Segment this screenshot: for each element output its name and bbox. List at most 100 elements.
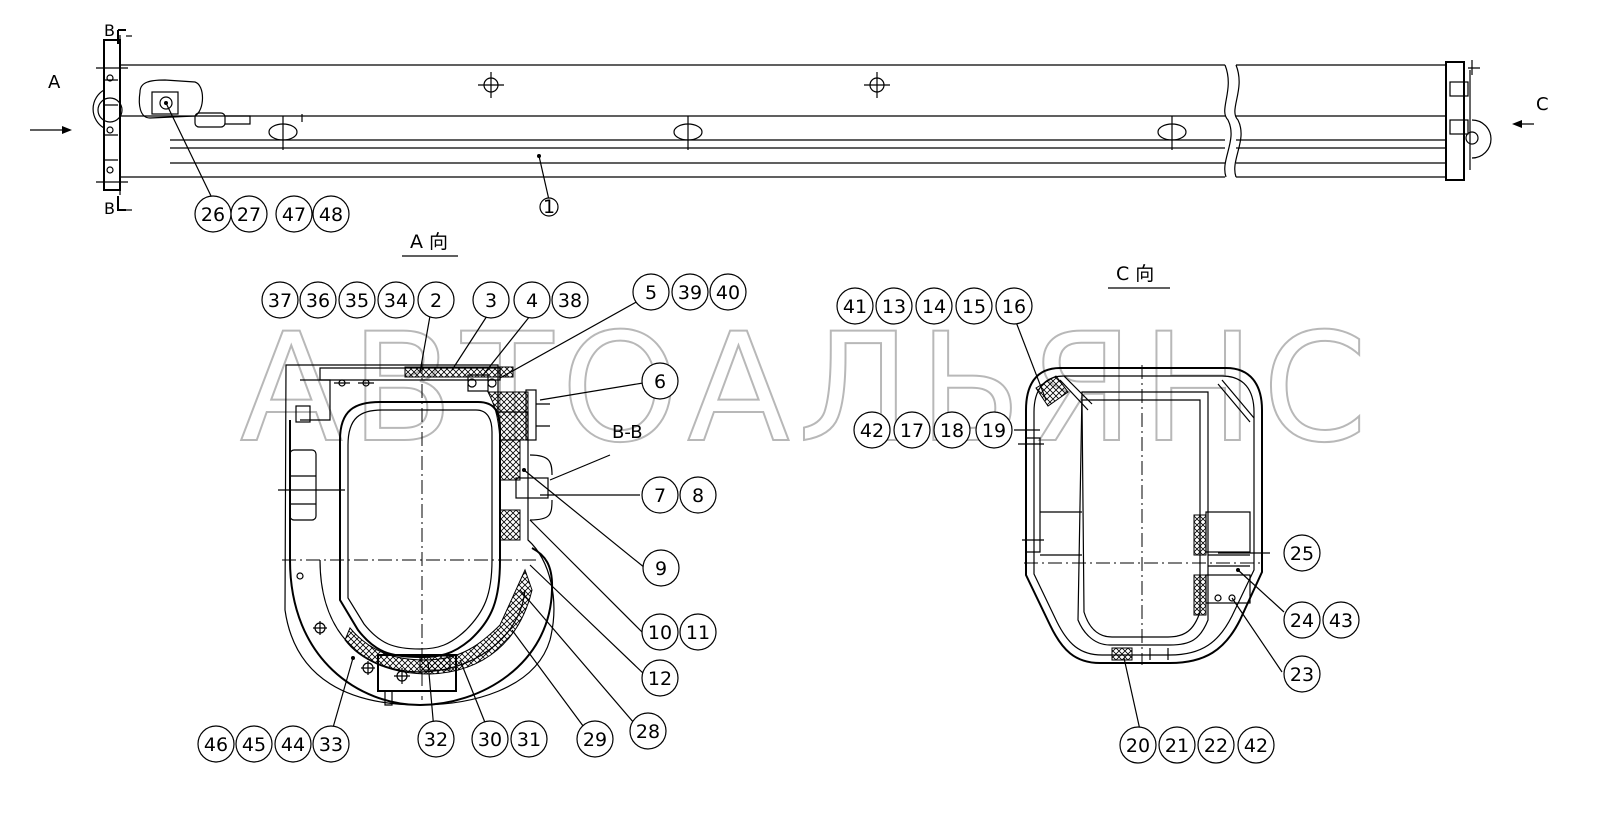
svg-text:18: 18 — [940, 420, 964, 442]
watermark: АВТОАЛЬЯНС — [240, 302, 1375, 476]
svg-text:2: 2 — [430, 290, 442, 312]
callout-3: 3 — [472, 281, 510, 319]
svg-text:35: 35 — [345, 290, 369, 312]
svg-text:5: 5 — [645, 282, 657, 304]
callout-14: 14 — [915, 287, 953, 325]
svg-text:10: 10 — [648, 622, 672, 644]
callout-7: 7 — [641, 476, 679, 514]
svg-text:44: 44 — [281, 734, 305, 756]
center-marks — [478, 72, 890, 158]
callout-45: 45 — [235, 725, 273, 763]
svg-text:36: 36 — [306, 290, 330, 312]
view-C-arrow-label: C — [1536, 94, 1549, 115]
callout-28: 28 — [629, 712, 667, 750]
section-mark-bottom: B — [104, 196, 132, 218]
svg-text:13: 13 — [882, 296, 906, 318]
callout-33: 33 — [312, 725, 350, 763]
callout-43: 43 — [1322, 601, 1360, 639]
view-A-arrow-label: A — [48, 72, 61, 93]
svg-text:11: 11 — [686, 622, 710, 644]
callout-42-bottom: 42 — [1237, 726, 1275, 764]
svg-text:46: 46 — [204, 734, 228, 756]
svg-text:6: 6 — [654, 371, 666, 393]
svg-text:19: 19 — [982, 420, 1006, 442]
svg-text:23: 23 — [1290, 664, 1314, 686]
callout-20: 20 — [1119, 726, 1157, 764]
svg-text:25: 25 — [1290, 543, 1314, 565]
svg-text:37: 37 — [268, 290, 292, 312]
callout-32: 32 — [417, 720, 455, 758]
section-mark-top: B — [104, 21, 132, 44]
flange-boss-circle — [97, 97, 123, 123]
svg-text:43: 43 — [1329, 610, 1353, 632]
callout-37: 37 — [261, 281, 299, 319]
callout-48: 48 — [312, 195, 350, 233]
callout-8: 8 — [679, 476, 717, 514]
view-C-section: C 向 — [1014, 263, 1285, 731]
svg-text:33: 33 — [319, 734, 343, 756]
callout-10: 10 — [641, 613, 679, 651]
pipe-fitting — [194, 112, 226, 128]
svg-text:34: 34 — [384, 290, 408, 312]
svg-text:9: 9 — [655, 558, 667, 580]
section-mark-B-top-label: B — [104, 21, 115, 40]
callout-39: 39 — [671, 273, 709, 311]
svg-text:42: 42 — [1244, 735, 1268, 757]
svg-text:32: 32 — [424, 729, 448, 751]
callout-36: 36 — [299, 281, 337, 319]
top-elevation: B B A — [30, 21, 1549, 218]
callout-13: 13 — [875, 287, 913, 325]
view-C-outer-shell — [1025, 367, 1263, 664]
svg-text:41: 41 — [843, 296, 867, 318]
mounting-slots — [268, 116, 1187, 150]
callout-18: 18 — [933, 411, 971, 449]
callout-11: 11 — [679, 613, 717, 651]
callout-1: 1 — [539, 196, 559, 218]
svg-text:21: 21 — [1165, 735, 1189, 757]
callout-42: 42 — [853, 411, 891, 449]
callout-34: 34 — [377, 281, 415, 319]
callout-26: 26 — [194, 195, 232, 233]
callout-40: 40 — [709, 273, 747, 311]
inspection-cover — [138, 79, 204, 119]
view-A-outer-frame — [284, 364, 555, 706]
svg-text:30: 30 — [478, 729, 502, 751]
svg-text:8: 8 — [692, 485, 704, 507]
callout-35: 35 — [338, 281, 376, 319]
right-end-flange — [1445, 61, 1465, 181]
callout-4: 4 — [513, 281, 551, 319]
svg-text:39: 39 — [678, 282, 702, 304]
view-A-section: A 向 — [278, 231, 646, 739]
view-C-inner-tank — [1077, 391, 1209, 646]
svg-text:31: 31 — [517, 729, 541, 751]
view-C-leaders — [1014, 321, 1285, 731]
callout-41: 41 — [836, 287, 874, 325]
callout-31: 31 — [510, 720, 548, 758]
callout-24: 24 — [1283, 601, 1321, 639]
callout-16: 16 — [995, 287, 1033, 325]
callout-9: 9 — [642, 549, 680, 587]
svg-text:16: 16 — [1002, 296, 1026, 318]
callout-25: 25 — [1283, 534, 1321, 572]
svg-text:38: 38 — [558, 290, 582, 312]
callout-23: 23 — [1283, 655, 1321, 693]
svg-text:14: 14 — [922, 296, 946, 318]
callout-46: 46 — [197, 725, 235, 763]
callout-44: 44 — [274, 725, 312, 763]
callout-2: 2 — [417, 281, 455, 319]
callout-bubbles: 1 26 27 47 48 37 36 35 34 2 3 4 38 5 39 … — [194, 195, 1360, 764]
svg-text:45: 45 — [242, 734, 266, 756]
svg-text:28: 28 — [636, 721, 660, 743]
svg-text:29: 29 — [583, 729, 607, 751]
callout-17: 17 — [893, 411, 931, 449]
body-outline — [120, 64, 1225, 178]
callout-6: 6 — [641, 362, 679, 400]
svg-text:47: 47 — [282, 204, 306, 226]
svg-text:22: 22 — [1204, 735, 1228, 757]
svg-text:17: 17 — [900, 420, 924, 442]
svg-text:26: 26 — [201, 204, 225, 226]
view-A-leaders — [329, 299, 646, 739]
svg-text:4: 4 — [526, 290, 538, 312]
